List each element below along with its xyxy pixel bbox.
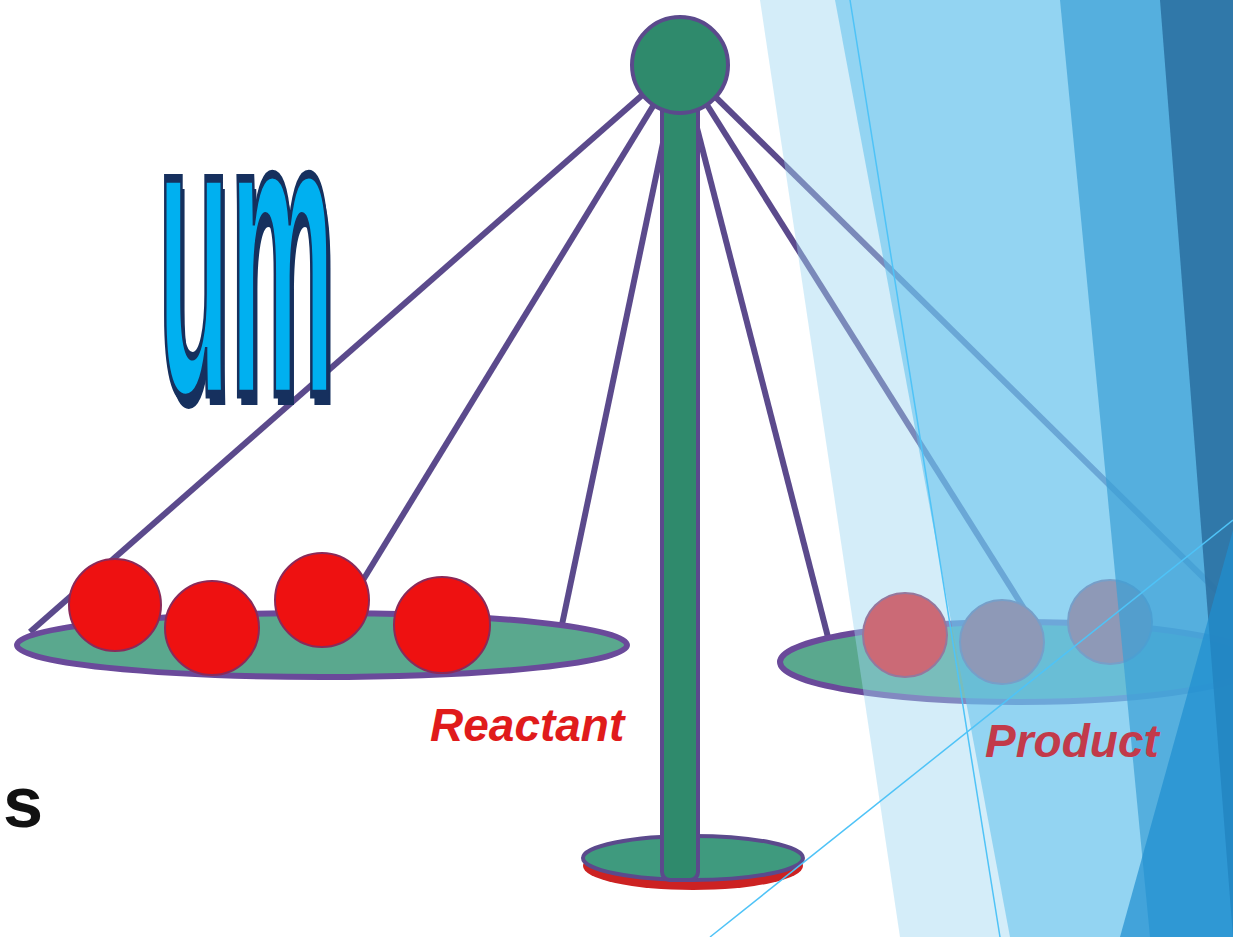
reactant-label: Reactant — [430, 702, 624, 748]
reactant-balls — [69, 553, 490, 675]
scale-knob — [632, 17, 728, 113]
scale-pole — [662, 95, 698, 880]
text-fragment: s — [3, 766, 43, 838]
slide-decoration — [710, 0, 1233, 937]
title-fragment: um — [158, 48, 335, 457]
product-label: Product — [985, 718, 1159, 764]
